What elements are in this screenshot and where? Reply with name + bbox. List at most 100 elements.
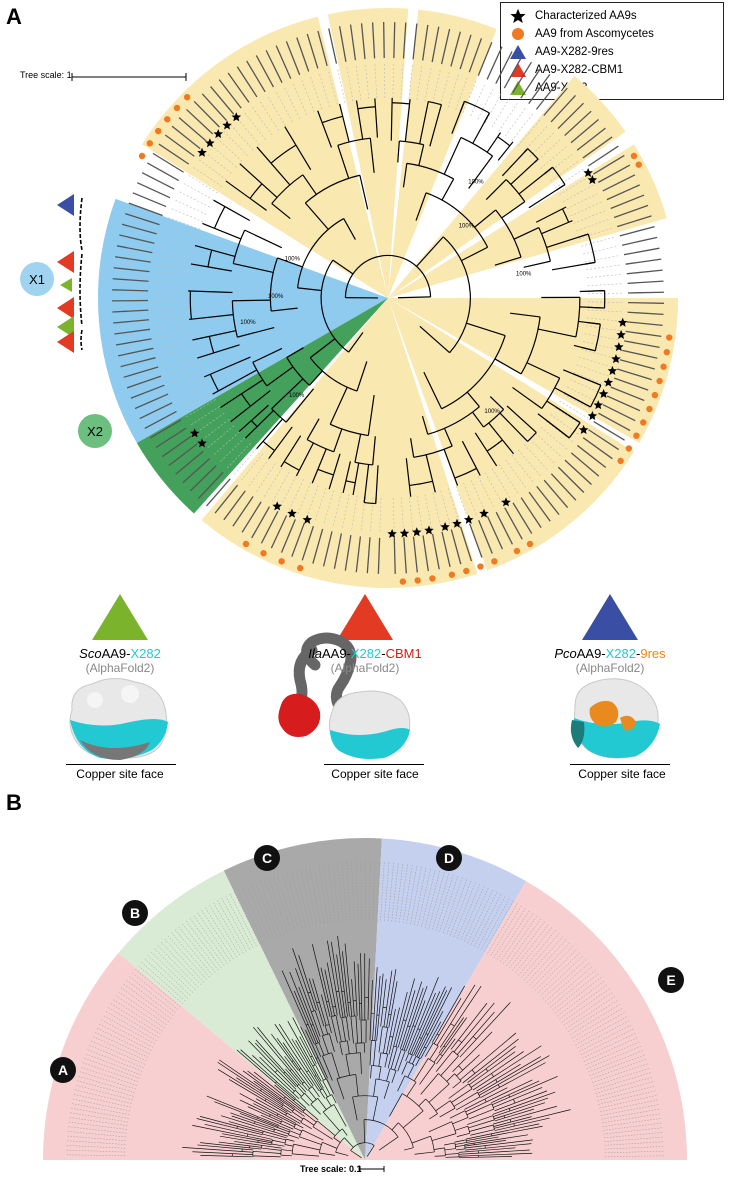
leaf-guide: [505, 107, 527, 137]
leaf-guide: [535, 432, 562, 457]
star-icon: [611, 354, 621, 364]
leaf-guide: [283, 87, 300, 119]
leaf-guide: [432, 492, 442, 528]
leaf-guide: [67, 1121, 127, 1130]
leaf-guide: [400, 63, 404, 99]
leaf-guide: [379, 497, 382, 533]
leaf-label-mark: [536, 485, 560, 516]
leaf-guide: [310, 76, 323, 110]
legend-row: AA9 from Ascomycetes: [507, 25, 717, 43]
star-icon: [205, 138, 215, 148]
leaf-guide: [559, 400, 590, 420]
leaf-label-mark: [134, 393, 169, 410]
leaf-label-mark: [112, 278, 149, 282]
leaf-label-mark: [113, 267, 150, 273]
leaf-label-mark: [627, 291, 664, 294]
leaf-guide: [578, 227, 613, 239]
leaf-label-mark: [116, 245, 153, 254]
tree-scale-a-bar: [71, 73, 187, 81]
star-icon: [189, 428, 200, 438]
leaf-guide: [355, 860, 359, 921]
structure-caption-pco: PcoAA9-X282-9res (AlphaFold2): [554, 646, 666, 675]
leaf-label-mark: [543, 87, 568, 116]
leaf-guide: [484, 899, 515, 952]
leaf-label-mark: [564, 110, 592, 137]
leaf-guide: [153, 315, 189, 320]
leaf-label-mark: [528, 491, 551, 522]
leaf-guide: [500, 912, 535, 962]
leaf-guide: [590, 1058, 648, 1080]
leaf-guide: [91, 1035, 147, 1062]
leaf-label-mark: [338, 26, 347, 62]
leaf-guide: [328, 70, 338, 105]
legend-label: AA9 from Ascomycetes: [535, 28, 654, 40]
red-triangle-icon: [57, 331, 74, 353]
leaf-guide: [593, 1067, 651, 1087]
star-icon: [302, 514, 313, 524]
leaf-guide: [165, 362, 199, 375]
leaf-guide: [435, 873, 454, 931]
leaf-label-mark: [144, 410, 177, 429]
leaf-guide: [79, 1066, 137, 1086]
leaf-guide: [143, 957, 188, 999]
leaf-label-mark: [450, 31, 461, 67]
structures-row: [69, 594, 660, 760]
leaf-guide: [584, 255, 620, 263]
leaf-guide: [226, 443, 251, 469]
tree-scale-b-bar: [359, 1166, 385, 1172]
leaf-label-mark: [627, 280, 664, 284]
leaf-guide: [383, 860, 390, 921]
leaf-guide: [263, 467, 283, 498]
leaf-label-mark: [265, 50, 283, 83]
leaf-guide: [587, 301, 623, 303]
leaf-guide: [417, 867, 432, 926]
leaf-guide: [586, 317, 622, 322]
orange-dot: [448, 571, 456, 578]
leaf-guide: [594, 1072, 652, 1091]
leaf-label-mark: [291, 522, 305, 557]
tree-branches: [182, 935, 571, 1159]
leaf-label-mark: [236, 66, 258, 98]
leaf-guide: [267, 95, 286, 127]
leaf-guide: [563, 991, 614, 1026]
leaf-guide: [570, 201, 603, 217]
leaf-label-mark: [614, 377, 649, 391]
clade-sector: [327, 8, 409, 298]
leaf-guide: [487, 901, 519, 954]
leaf-label-mark: [112, 309, 149, 313]
leaf-label-mark: [270, 515, 288, 549]
bootstrap-label: 100%: [468, 179, 484, 185]
leaf-guide: [72, 1093, 131, 1108]
leaf-guide: [66, 1126, 127, 1134]
leaf-guide: [547, 965, 594, 1005]
circular-tree-a: 100%100%100%100%100%100%100%100%: [97, 8, 678, 588]
leaf-label-mark: [301, 525, 315, 561]
leaf-label-mark: [168, 443, 198, 467]
leaf-guide: [259, 879, 281, 936]
leaf-guide: [69, 1107, 129, 1119]
clade-sector: [388, 298, 678, 443]
leaf-label-mark: [402, 22, 407, 59]
leaf-guide: [170, 208, 204, 223]
leaf-guide: [208, 903, 241, 956]
leaf-guide: [416, 65, 423, 101]
leaf-guide: [583, 246, 618, 255]
leaf-label-mark: [218, 79, 242, 109]
leaf-guide: [200, 908, 234, 960]
leaf-guide: [247, 458, 270, 488]
structure-pco-surface: [570, 678, 660, 759]
legend-row: AA9-X282-9res: [507, 43, 717, 61]
leaf-label-mark: [593, 154, 625, 175]
leaf-guide: [439, 874, 459, 932]
leaf-guide: [313, 864, 325, 924]
leaf-label-mark: [393, 537, 396, 574]
star-icon: [479, 508, 489, 518]
copper-face-line: [570, 764, 670, 765]
leaf-guide: [153, 281, 189, 285]
leaf-guide: [65, 1149, 126, 1153]
leaf-guide: [477, 476, 495, 508]
leaf-label-mark: [412, 536, 418, 573]
leaf-guide: [520, 932, 561, 978]
leaf-guide: [188, 916, 225, 966]
leaf-guide: [523, 444, 549, 471]
